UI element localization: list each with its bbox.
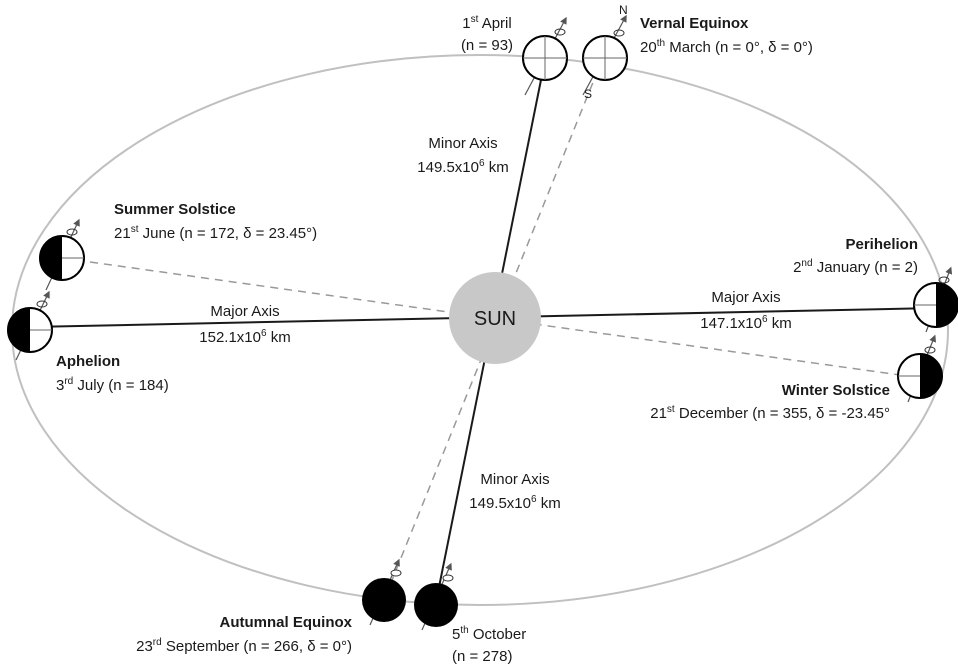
earth-october-5 bbox=[414, 562, 458, 631]
sun bbox=[449, 272, 541, 364]
april-1-n: (n = 93) bbox=[461, 37, 513, 54]
april-1-date: 1st April bbox=[462, 14, 511, 32]
earth-summer-solstice bbox=[39, 218, 85, 291]
earth-aphelion bbox=[7, 290, 53, 361]
summer-solstice-title: Summer Solstice bbox=[114, 201, 236, 218]
rotation-arrow-icon bbox=[36, 300, 48, 308]
rotation-arrow-icon bbox=[924, 346, 936, 354]
minor-axis-top-title: Minor Axis bbox=[428, 135, 497, 152]
earth-globe-icon bbox=[414, 583, 458, 627]
rotation-arrow-icon bbox=[613, 29, 625, 37]
aphelion-title: Aphelion bbox=[56, 353, 120, 370]
rotation-arrow-icon bbox=[938, 276, 950, 284]
october-5-date: 5th October bbox=[452, 625, 526, 643]
winter-solstice-detail: 21st December (n = 355, δ = -23.45° bbox=[650, 404, 890, 422]
earth-autumnal-equinox bbox=[362, 558, 406, 626]
rotation-arrow-icon bbox=[390, 569, 402, 577]
south-label: S bbox=[584, 87, 592, 101]
rotation-arrow-icon bbox=[442, 574, 454, 582]
earth-april-1 bbox=[522, 16, 568, 96]
earth-perihelion bbox=[913, 266, 958, 333]
rotation-arrow-icon bbox=[554, 28, 566, 36]
perihelion-detail: 2nd January (n = 2) bbox=[793, 258, 918, 276]
major-axis-left-title: Major Axis bbox=[210, 303, 279, 320]
perihelion-title: Perihelion bbox=[845, 236, 918, 253]
rotation-arrow-icon bbox=[66, 228, 78, 236]
earth-globe-icon bbox=[362, 578, 406, 622]
autumnal-equinox-detail: 23rd September (n = 266, δ = 0°) bbox=[136, 637, 352, 655]
minor-axis-bottom-value: 149.5x106 km bbox=[469, 494, 560, 512]
major-axis-right-title: Major Axis bbox=[711, 289, 780, 306]
october-5-n: (n = 278) bbox=[452, 648, 512, 665]
aphelion-detail: 3rd July (n = 184) bbox=[56, 376, 169, 394]
autumnal-equinox-title: Autumnal Equinox bbox=[220, 614, 353, 631]
major-axis-left-value: 152.1x106 km bbox=[199, 328, 290, 346]
earth-winter-solstice bbox=[897, 334, 943, 403]
vernal-equinox-detail: 20th March (n = 0°, δ = 0°) bbox=[640, 38, 813, 56]
major-axis-right-value: 147.1x106 km bbox=[700, 314, 791, 332]
earth-vernal-equinox: N S bbox=[582, 3, 628, 101]
north-label: N bbox=[619, 3, 628, 17]
winter-solstice-title: Winter Solstice bbox=[782, 382, 890, 399]
sun-label: SUN bbox=[474, 308, 516, 330]
minor-axis-bottom-title: Minor Axis bbox=[480, 471, 549, 488]
minor-axis-top-value: 149.5x106 km bbox=[417, 158, 508, 176]
summer-solstice-detail: 21st June (n = 172, δ = 23.45°) bbox=[114, 224, 317, 242]
vernal-equinox-title: Vernal Equinox bbox=[640, 15, 749, 32]
